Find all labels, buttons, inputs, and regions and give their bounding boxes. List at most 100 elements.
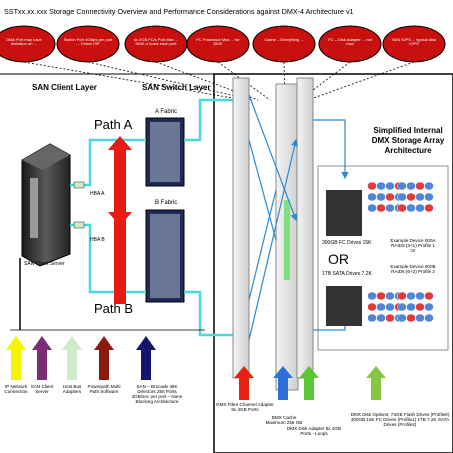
server-label: SAN Client Server <box>24 261 65 267</box>
legend-arrow <box>136 336 156 380</box>
component-arrows <box>234 366 386 400</box>
fabric-a-director <box>145 117 185 187</box>
disk <box>367 313 377 323</box>
disk <box>367 291 377 301</box>
disk <box>424 302 434 312</box>
disk-stacks <box>367 181 434 323</box>
legend-label: Powerpath Multi Path Software <box>87 384 121 395</box>
component-label: DMX Fibre Channel Adapter 8x 4GB Ports <box>216 402 274 413</box>
note-pointer-line <box>307 61 415 101</box>
legend-arrow <box>6 336 26 380</box>
example-a-line-1: Example Device 000A <box>390 238 436 243</box>
fabric-a-label: A Fabric <box>155 109 178 115</box>
example-a-line-3: Or <box>410 248 416 254</box>
disk <box>424 291 434 301</box>
disk <box>385 313 395 323</box>
component-label: DMX Cache Maximum 256 GB <box>265 415 303 426</box>
disk <box>415 302 425 312</box>
note-pointer-line <box>87 61 253 101</box>
sata-drives-label: 1TB SATA Drives 7.2K <box>322 271 372 277</box>
path-b-arrow <box>108 212 132 304</box>
disk <box>397 181 407 191</box>
disk <box>367 181 377 191</box>
disk <box>415 192 425 202</box>
disk <box>385 302 395 312</box>
example-b-line-2: RAID6 (6+2) Profile 2 <box>391 269 435 275</box>
disk <box>415 313 425 323</box>
san-switch-layer-label: SAN Switch Layer <box>142 83 211 92</box>
internal-connections <box>248 94 349 341</box>
array-title-line-3: Architecture <box>384 146 432 155</box>
component-arrow <box>299 366 319 400</box>
disk <box>424 313 434 323</box>
array-title: Simplified Internal DMX Storage Array Ar… <box>368 126 448 156</box>
sata-drive-shelf <box>326 286 362 326</box>
disk <box>415 181 425 191</box>
disk <box>385 203 395 213</box>
component-arrow <box>234 366 254 400</box>
disk <box>397 291 407 301</box>
fc-drives-label: 300GB FC Drives 15K <box>322 240 372 246</box>
note-text: FC – Disk Adapter ... not max <box>328 37 372 47</box>
disk <box>367 302 377 312</box>
disk <box>376 313 386 323</box>
component-arrow <box>273 366 293 400</box>
san-client-server <box>21 143 71 267</box>
fc-drive-shelf <box>326 190 362 236</box>
disk <box>367 203 377 213</box>
example-b-line-1: Example Device 000B <box>390 264 436 269</box>
disk <box>406 192 416 202</box>
disk <box>376 302 386 312</box>
note-text: SAN IOPS ... typical disk IOPS <box>391 37 436 47</box>
disk <box>376 291 386 301</box>
disk-area-frame <box>317 165 449 351</box>
note-text: DMA Port may have limitation on ... <box>6 37 42 47</box>
legend-arrows <box>6 336 156 380</box>
disk <box>397 313 407 323</box>
path-a-label: Path A <box>94 117 133 132</box>
hba-a-card <box>73 181 85 189</box>
or-label: OR <box>328 251 349 267</box>
note-text: Switch Port 4GBps per port ... Check ISP <box>63 37 113 47</box>
legend-label: SAN – Brocade 48K Directors 256 Ports 4G… <box>131 384 183 405</box>
dmx-cache-rack <box>275 83 299 391</box>
disk <box>376 203 386 213</box>
disk <box>424 203 434 213</box>
array-title-line-2: DMX Storage Array <box>371 136 445 145</box>
disk <box>385 192 395 202</box>
example-device-a: Example Device 000A RAID5 (3+1) Profile … <box>380 238 446 253</box>
legend-label: Host Bus Adapters <box>62 384 82 395</box>
note-oval <box>252 25 316 63</box>
disk <box>415 291 425 301</box>
disk <box>376 192 386 202</box>
example-a-line-2: RAID5 (3+1) Profile 1 <box>391 243 435 249</box>
fabric-b-label: B Fabric <box>155 200 178 206</box>
component-label: DMX Disk Adapter 8x 4GB Ports - Loops <box>286 426 342 437</box>
hba-b-label: HBA B <box>90 237 105 243</box>
disk <box>397 203 407 213</box>
disk <box>406 203 416 213</box>
disk <box>406 313 416 323</box>
fabric-b-director <box>145 209 185 303</box>
disk <box>406 181 416 191</box>
legend-arrow <box>94 336 114 380</box>
hba-b-card <box>73 221 85 229</box>
legend-arrow <box>62 336 82 380</box>
dmx-disk-adapter-rack <box>296 77 314 379</box>
array-title-line-1: Simplified Internal <box>373 126 443 135</box>
disk <box>406 291 416 301</box>
disk <box>397 192 407 202</box>
component-arrow <box>366 366 386 400</box>
disk <box>415 203 425 213</box>
disk <box>424 192 434 202</box>
example-device-b: Example Device 000B RAID6 (6+2) Profile … <box>380 264 446 274</box>
disk <box>367 192 377 202</box>
component-label: DMX Disk Options: 73GB Flash Drives (Pro… <box>350 412 450 428</box>
legend-label: SAN Client Server <box>30 384 54 395</box>
note-text: 4x 2GB FC/s Port Max ... DMX-4 hosts eac… <box>133 37 179 47</box>
disk <box>385 291 395 301</box>
note-text: Cache – Everything ... <box>264 37 304 42</box>
disk <box>406 302 416 312</box>
hba-a-label: HBA A <box>90 191 105 197</box>
